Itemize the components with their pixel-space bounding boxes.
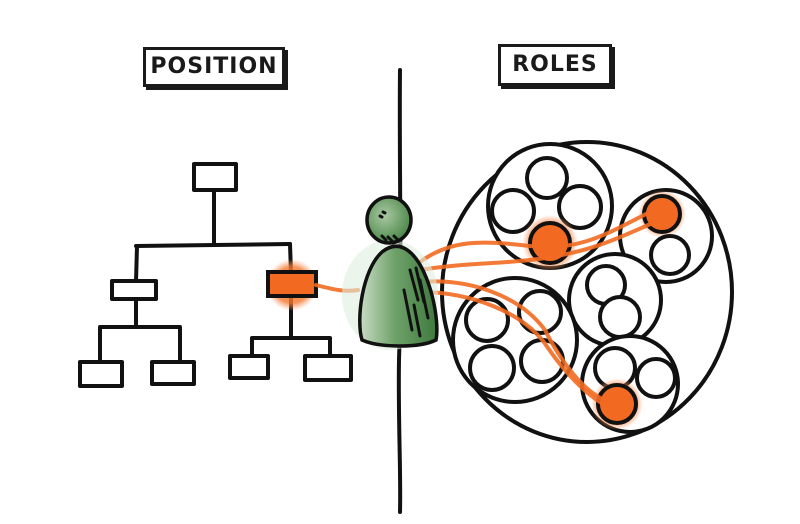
role-circle-highlighted bbox=[596, 383, 638, 425]
org-chart bbox=[78, 162, 353, 388]
org-box-level1-right-highlighted bbox=[266, 270, 318, 298]
role-group-4 bbox=[451, 276, 579, 404]
person-head-shading bbox=[380, 234, 400, 243]
role-link bbox=[418, 210, 652, 264]
org-box-level2-3 bbox=[228, 354, 270, 380]
org-connector-left-sub bbox=[98, 297, 182, 364]
person-head bbox=[365, 195, 413, 245]
person-body-shading bbox=[402, 266, 430, 338]
org-box-level1-left bbox=[110, 279, 158, 301]
role-circle-highlighted bbox=[528, 221, 572, 265]
role-link bbox=[418, 218, 662, 272]
role-circle bbox=[525, 156, 569, 200]
org-box-level2-4 bbox=[303, 354, 353, 382]
org-connector-right-sub bbox=[250, 294, 332, 358]
org-box-level2-2 bbox=[150, 360, 196, 386]
roles-label: ROLES bbox=[498, 44, 612, 86]
role-links bbox=[418, 210, 662, 410]
role-circle bbox=[635, 357, 677, 399]
position-label: POSITION bbox=[143, 47, 285, 87]
org-connector-left-down bbox=[134, 244, 139, 284]
role-circle bbox=[490, 188, 536, 234]
role-link bbox=[418, 279, 612, 404]
role-circle bbox=[598, 295, 642, 339]
org-box-level2-1 bbox=[78, 360, 124, 388]
person-face bbox=[378, 210, 387, 219]
person-figure bbox=[342, 195, 439, 350]
role-circle bbox=[517, 289, 563, 335]
roles-cluster bbox=[440, 140, 734, 444]
role-link bbox=[418, 290, 614, 410]
org-connector-level1 bbox=[134, 242, 292, 248]
role-circle bbox=[468, 344, 516, 392]
role-circle bbox=[557, 184, 603, 230]
org-box-top bbox=[192, 162, 238, 192]
role-circle bbox=[649, 234, 691, 276]
